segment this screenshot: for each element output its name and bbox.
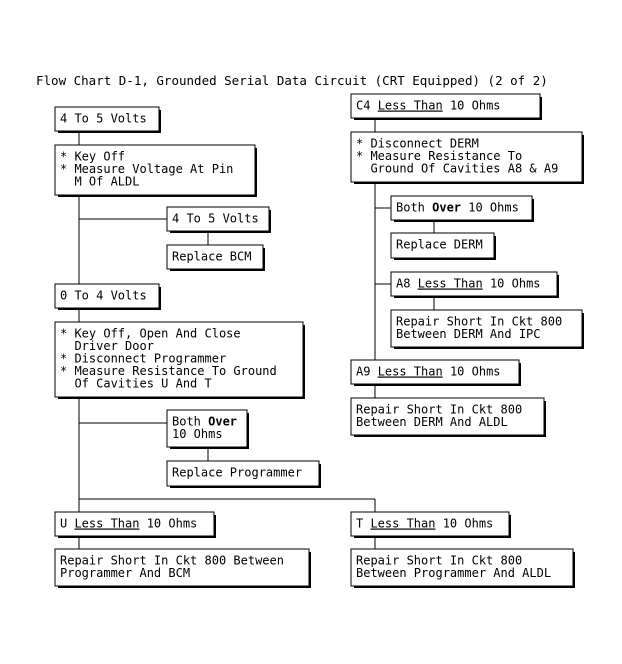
node-tlow: T Less Than 10 Ohms [350, 511, 511, 538]
node-keyoff2: * Key Off, Open And Close Driver Door* D… [54, 321, 305, 399]
node-box [350, 93, 541, 119]
node-replderm: Replace DERM [390, 232, 496, 260]
node-box [166, 409, 248, 448]
node-box [390, 195, 533, 221]
node-shadow [58, 110, 161, 133]
node-shadow [170, 464, 321, 488]
node-text-line: T Less Than 10 Ohms [356, 517, 493, 531]
node-box [166, 244, 264, 270]
node-box [54, 548, 310, 587]
node-box [54, 283, 160, 309]
node-shadow [170, 248, 265, 271]
node-text-line: A8 Less Than 10 Ohms [396, 277, 541, 291]
node-a9low: A9 Less Than 10 Ohms [350, 359, 521, 386]
flowchart-nodes: 4 To 5 Volts * Key Off* Measure Voltage A… [54, 93, 584, 588]
node-shadow [354, 552, 575, 588]
node-text-line: Of Cavities U And T [60, 377, 212, 391]
node-text-line: Both Over [172, 415, 237, 429]
node-shadow [394, 313, 584, 349]
node-shadow [354, 401, 546, 437]
node-text-line: Programmer And BCM [60, 566, 190, 580]
node-text-line: M Of ALDL [60, 175, 139, 189]
node-shadow [58, 287, 161, 310]
node-text-line: 4 To 5 Volts [172, 212, 259, 226]
node-box [166, 460, 320, 487]
node-text-line: Both Over 10 Ohms [396, 201, 519, 215]
node-shadow [354, 97, 542, 120]
node-text-line: Between DERM And ALDL [356, 415, 508, 429]
node-box [350, 397, 545, 436]
node-shadow [58, 148, 257, 197]
node-text-line: Between Programmer And ALDL [356, 566, 551, 580]
chart-title: Flow Chart D-1, Grounded Serial Data Cir… [36, 73, 548, 88]
node-shadow [58, 515, 216, 538]
node-replbcm: Replace BCM [166, 244, 265, 271]
node-text-line: Replace BCM [172, 250, 251, 264]
node-disconderm: * Disconnect DERM* Measure Resistance To… [350, 131, 584, 184]
node-text-line: * Key Off [60, 150, 125, 164]
node-box [350, 131, 583, 183]
node-shadow [58, 325, 305, 399]
node-box [350, 359, 520, 385]
node-replprog: Replace Programmer [166, 460, 321, 488]
node-box [390, 309, 583, 348]
node-box [390, 232, 495, 259]
node-text-line: Replace Programmer [172, 466, 302, 480]
node-text-line: C4 Less Than 10 Ohms [356, 99, 501, 113]
node-repairprog: Repair Short In Ckt 800 BetweenProgramme… [54, 548, 311, 588]
node-shadow [354, 135, 584, 184]
node-text-line: Repair Short In Ckt 800 [356, 403, 522, 417]
node-text-line: Between DERM And IPC [396, 327, 541, 341]
node-shadow [354, 515, 511, 538]
node-shadow [394, 236, 496, 260]
node-shadow [170, 413, 249, 449]
node-c4low: C4 Less Than 10 Ohms [350, 93, 542, 120]
node-keyoff: * Key Off* Measure Voltage At Pin M Of A… [54, 144, 257, 197]
node-a8low: A8 Less Than 10 Ohms [390, 271, 559, 298]
node-text-line: Repair Short In Ckt 800 Between [60, 554, 284, 568]
node-text-line: Repair Short In Ckt 800 [396, 315, 562, 329]
node-box [390, 271, 558, 297]
node-text-line: * Measure Resistance To [356, 149, 522, 163]
node-box [54, 321, 304, 398]
node-shadow [394, 275, 559, 298]
node-box [54, 144, 256, 196]
node-box [350, 548, 574, 587]
node-text-line: Replace DERM [396, 238, 483, 252]
node-text-line: 10 Ohms [172, 427, 223, 441]
node-text-line: Repair Short In Ckt 800 [356, 554, 522, 568]
node-bothover2: Both Over 10 Ohms [390, 195, 534, 222]
node-text-line: A9 Less Than 10 Ohms [356, 365, 501, 379]
node-text-line: Driver Door [60, 339, 154, 353]
node-shadow [170, 210, 271, 233]
node-text-line: 0 To 4 Volts [60, 289, 147, 303]
node-box [350, 511, 510, 537]
node-n4to5a: 4 To 5 Volts [54, 106, 161, 133]
node-box [54, 511, 215, 537]
node-text-line: * Disconnect Programmer [60, 352, 226, 366]
connector-lines [78, 118, 435, 549]
node-box [166, 206, 270, 232]
node-shadow [58, 552, 311, 588]
node-text-line: Ground Of Cavities A8 & A9 [356, 162, 558, 176]
node-n0to4: 0 To 4 Volts [54, 283, 161, 310]
node-text-line: * Measure Voltage At Pin [60, 162, 233, 176]
node-n4to5b: 4 To 5 Volts [166, 206, 271, 233]
node-text-line: U Less Than 10 Ohms [60, 517, 197, 531]
node-text-line: 4 To 5 Volts [60, 112, 147, 126]
node-text-line: * Key Off, Open And Close [60, 327, 241, 341]
node-shadow [394, 199, 534, 222]
node-shadow [354, 363, 521, 386]
node-text-line: * Measure Resistance To Ground [60, 364, 277, 378]
node-box [54, 106, 160, 132]
node-text-line: * Disconnect DERM [356, 137, 479, 151]
node-ulow: U Less Than 10 Ohms [54, 511, 216, 538]
